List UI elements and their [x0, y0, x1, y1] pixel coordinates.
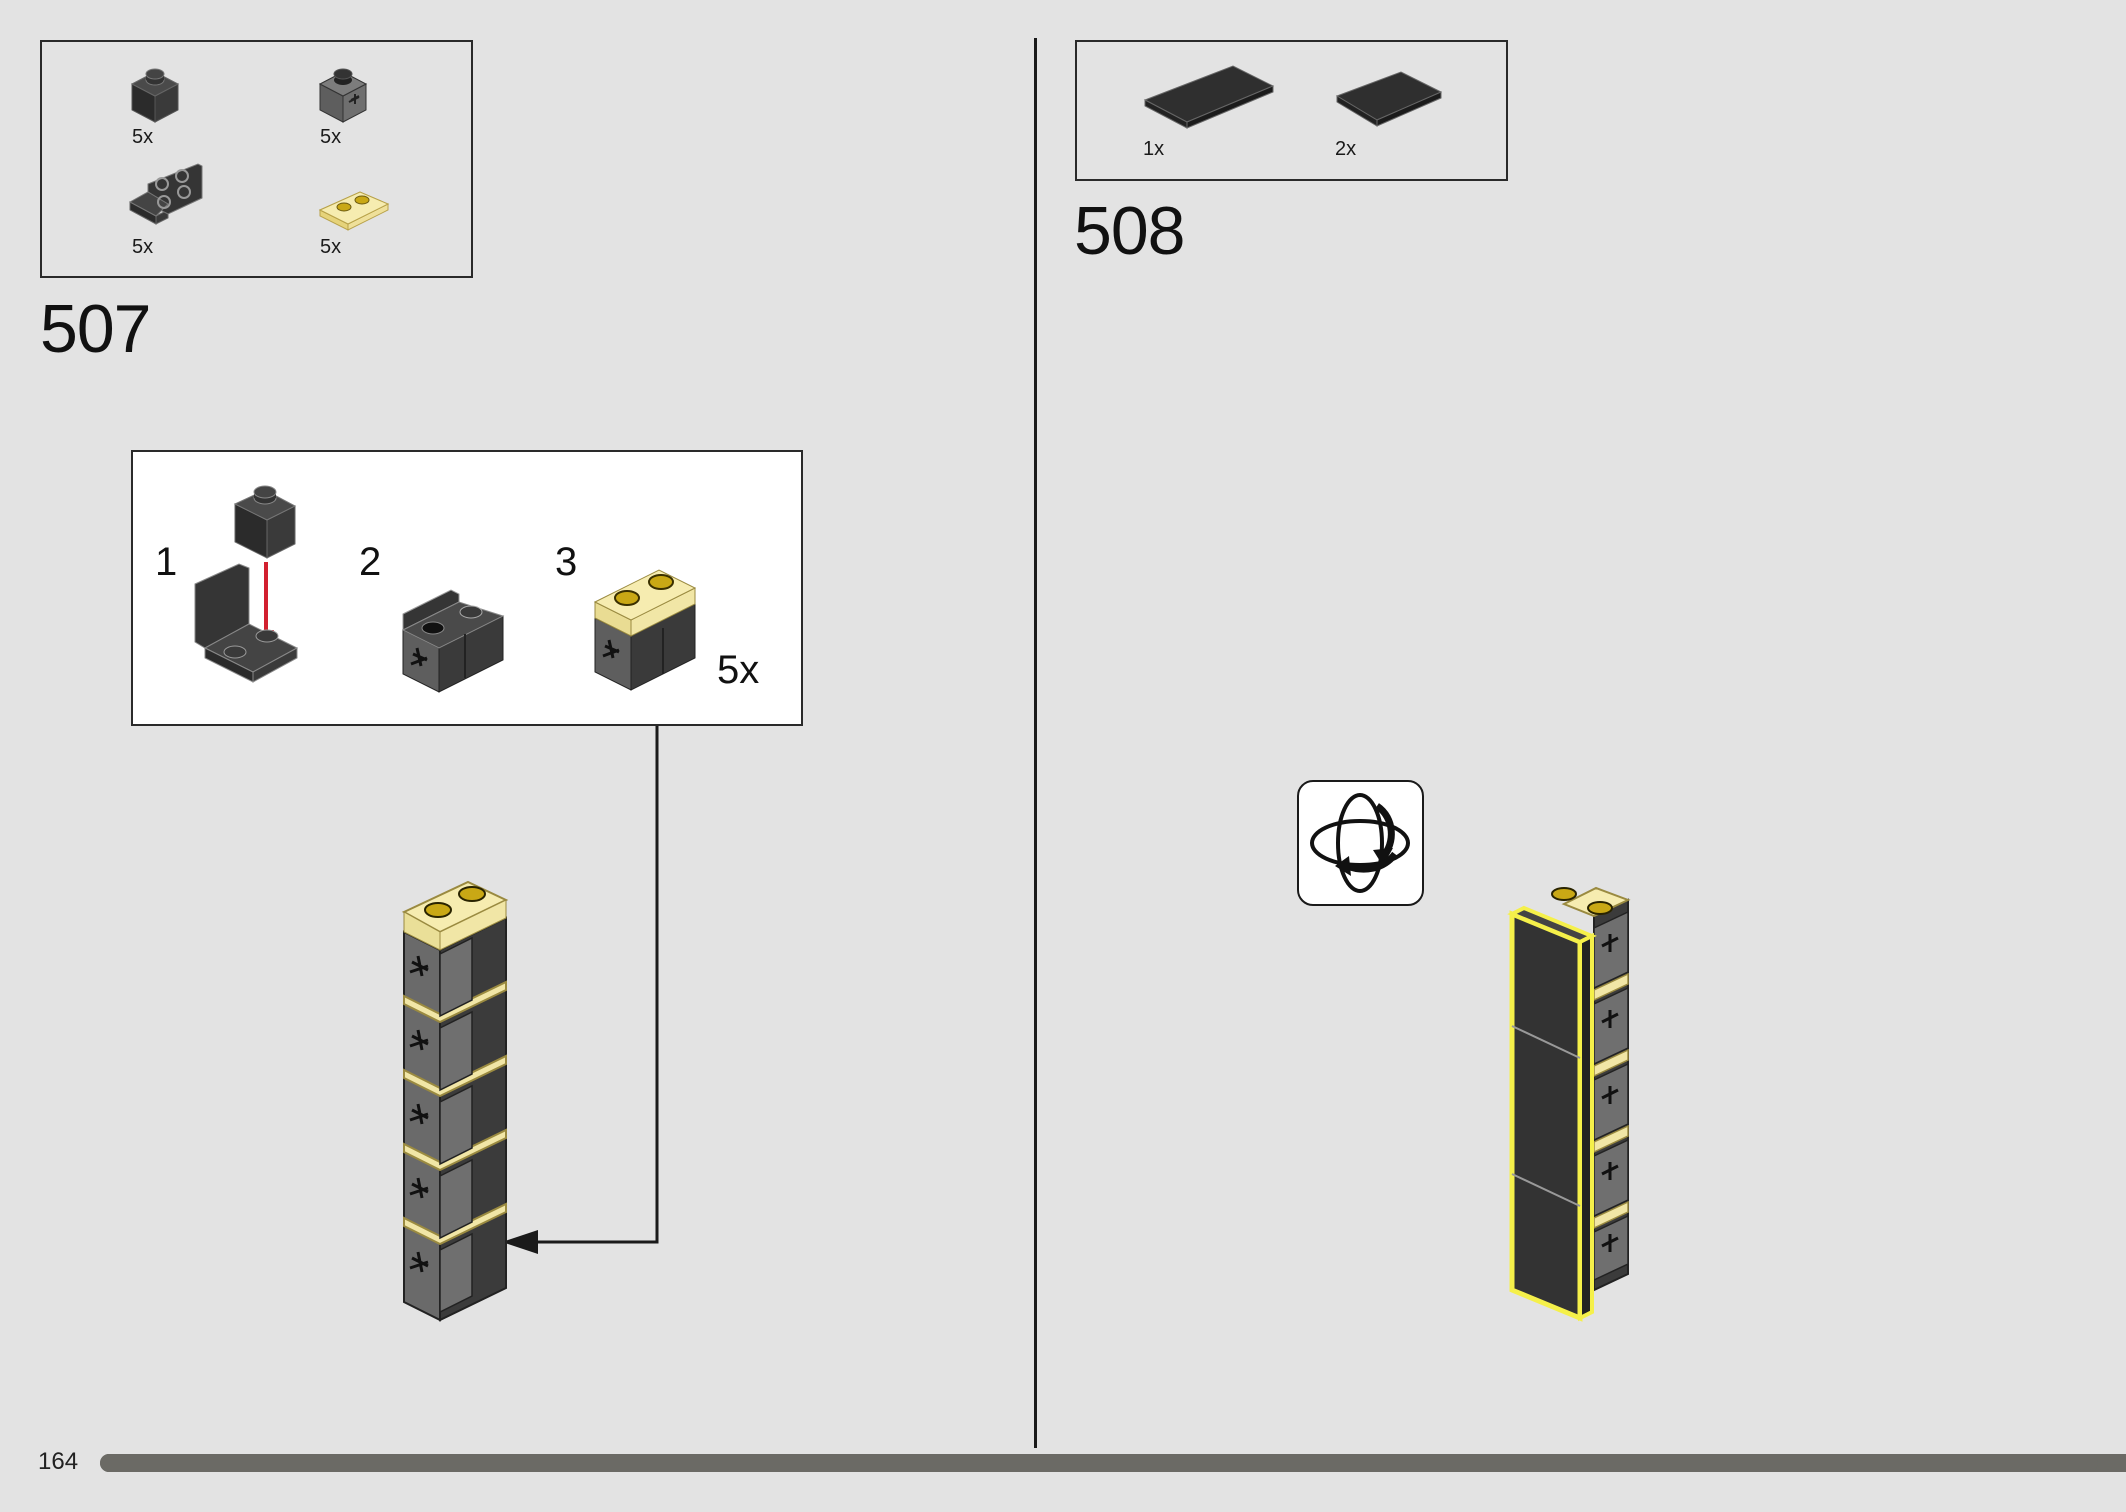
sub-step-number: 2: [359, 540, 382, 584]
page-number: 164: [38, 1448, 79, 1475]
black-tile-2x3-icon: [1335, 71, 1443, 127]
grey-1x1-brick-with-axle-hole-icon: [318, 68, 368, 123]
sub-step-2-illustration: [401, 589, 505, 693]
part-qty: 5x: [132, 236, 154, 258]
step-507-parts-list: 5x 5x 5x 5x: [40, 40, 473, 278]
step-number: 508: [1074, 193, 1185, 269]
sub-step-3-illustration: [593, 569, 697, 691]
part-qty: 2x: [1335, 138, 1357, 160]
progress-bar: [100, 1454, 2126, 1472]
black-tile-2x4-icon: [1143, 65, 1275, 129]
black-1x1-brick-icon: [130, 68, 180, 123]
page-divider: [1034, 38, 1037, 1448]
yellow-trans-plate-1x2-icon: [318, 191, 390, 231]
part-qty: 5x: [132, 126, 154, 148]
progress-bar-fill: [100, 1454, 2099, 1472]
step-number: 507: [40, 291, 151, 367]
sub-step-number: 1: [155, 540, 178, 584]
sub-step-1-illustration: [194, 485, 299, 683]
sub-assembly-callout: 1 2 3 5x: [131, 450, 803, 726]
part-qty: 1x: [1143, 138, 1165, 160]
part-qty: 5x: [320, 236, 342, 258]
sub-assembly-multiplier: 5x: [717, 648, 760, 692]
black-bracket-2x2-icon: [128, 163, 203, 225]
step-507-assembled-model: [401, 880, 509, 1322]
step-508-assembled-model: [1507, 886, 1631, 1322]
sub-step-number: 3: [555, 540, 578, 584]
rotate-model-icon: [1297, 780, 1424, 906]
part-qty: 5x: [320, 126, 342, 148]
step-508-parts-list: 1x 2x: [1075, 40, 1508, 181]
